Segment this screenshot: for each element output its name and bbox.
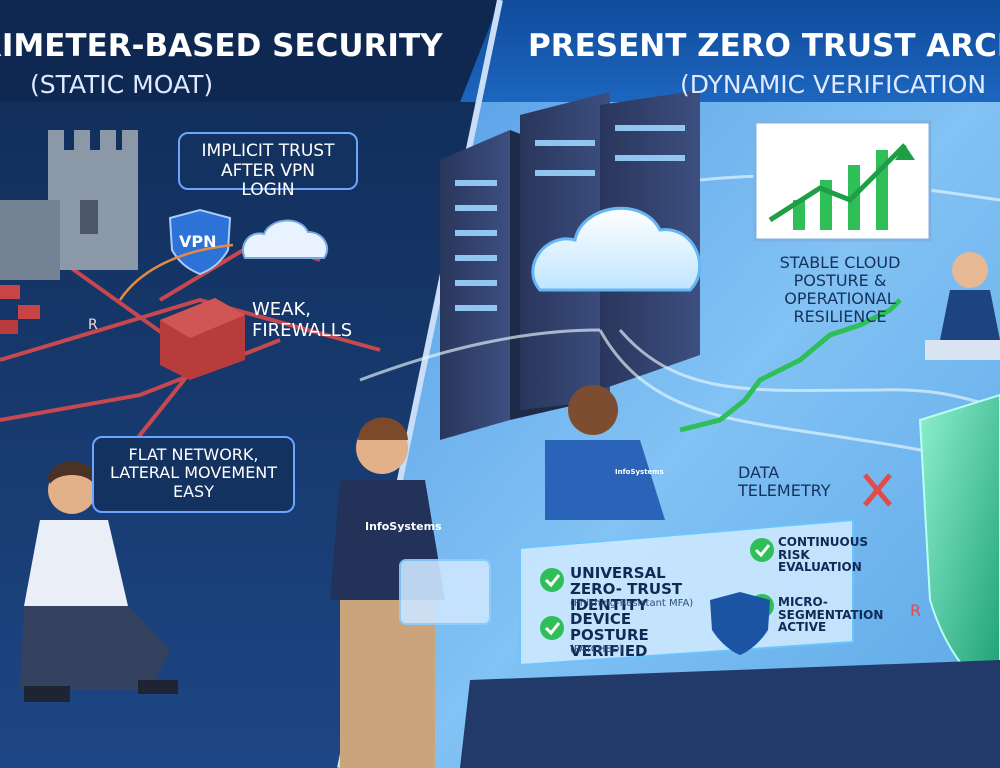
zero-trust-checklist-panel [519,518,854,667]
brick-icons [0,285,40,334]
telemetry-graph [679,298,902,433]
right-panel-header [460,0,1000,102]
vpn-shield-icon [168,208,232,276]
blocked-x-icon [863,473,892,507]
right-panel-subtitle: (DYNAMIC VERIFICATION [680,70,987,99]
left-panel-title: RIMETER-BASED SECURITY [0,28,443,64]
worried-man-figure [20,461,178,702]
data-telemetry-label: DATA TELEMETRY [738,463,831,500]
desk [460,660,1000,768]
check-item-title: UNIVERSAL ZERO- TRUST IDENTITY [570,564,683,614]
weak-firewalls-label: WEAK, FIREWALLS [252,299,353,341]
check-item-detail: (Phishing-Resistant MFA) [570,598,694,609]
check-item-title: CONTINUOUS RISK EVALUATION [778,535,869,575]
flat-network-callout: FLAT NETWORK, LATERAL MOVEMENT EASY [92,436,295,513]
growth-chart-icon [753,120,932,242]
firewall-icon [160,298,245,380]
vpn-label: VPN [179,232,217,251]
check-item-detail: (PATCHED) [570,644,624,655]
woman-at-laptop-figure [925,252,1000,360]
check-item-title: MICRO- SEGMENTATION ACTIVE [778,595,884,635]
right-man-figure [545,385,665,520]
cloud-icon [531,206,702,292]
cloud-posture-label: STABLE CLOUD POSTURE & OPERATIONAL RESIL… [779,253,901,326]
packet-letter: R [88,317,98,333]
shirt-label-left: InfoSystems [365,520,442,533]
shirt-label-right: InfoSystems [615,468,664,476]
right-panel-title: PRESENT ZERO TRUST ARCH [528,28,1000,64]
blocked-letter: R [910,601,922,620]
left-panel-subtitle: (STATIC MOAT) [30,70,214,99]
vpn-callout: IMPLICIT TRUST AFTER VPN LOGIN [178,132,358,200]
vpn-connection-line [118,243,234,301]
check-item-title: DEVICE POSTURE VERIFIED [570,610,649,660]
tablet-device [399,559,491,625]
cloud-icon [242,219,329,259]
left-panel-header [0,0,500,102]
castle-icon [0,130,138,280]
